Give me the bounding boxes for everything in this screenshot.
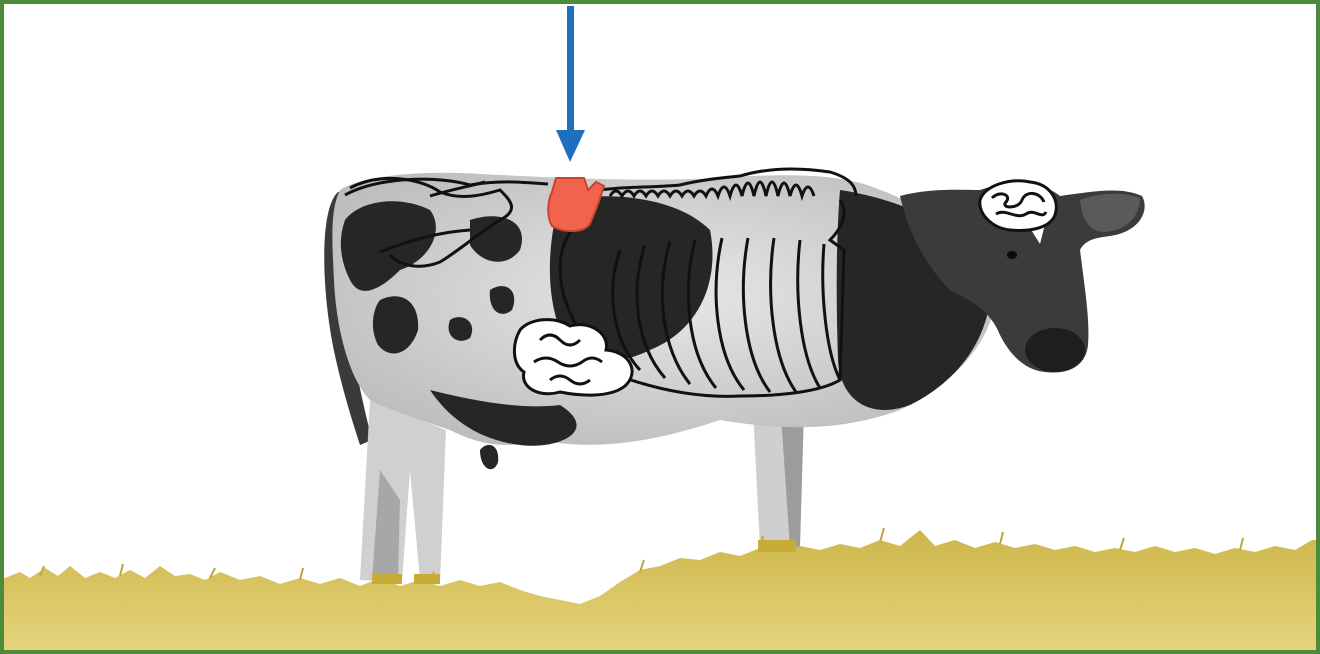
cow-muzzle <box>1025 328 1085 372</box>
brain-outline <box>980 181 1056 231</box>
cow-eye <box>1007 251 1017 259</box>
